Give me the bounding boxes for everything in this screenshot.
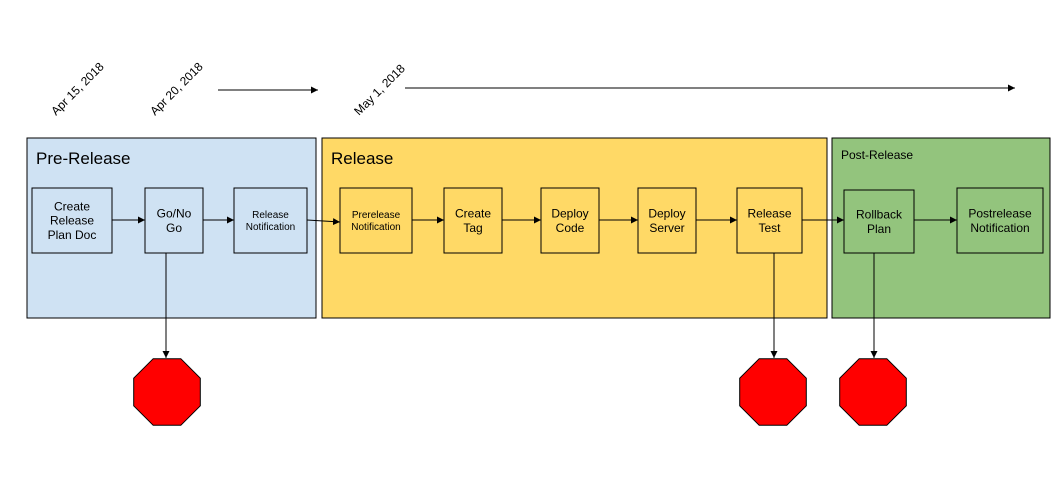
node-box [843,189,915,254]
connector-arrow [306,218,341,226]
phase-title-post: Post-Release [841,148,913,162]
node-label-line: Release [747,207,791,221]
node-label-line: Release [252,210,289,221]
node-label-line: Release [50,214,94,228]
node-label-line: Notification [970,221,1029,235]
node-label-line: Plan Doc [48,228,97,242]
node-label-line: Notification [351,222,400,233]
node-label-line: Go [166,221,182,235]
node-label-line: Server [649,221,684,235]
phase-title-rel: Release [331,149,393,168]
node-label-line: Deploy [551,207,588,221]
node-label-line: Go/No [157,207,192,221]
node-label-line: Test [758,221,781,235]
node-label-line: Rollback [856,208,903,222]
date-label-may-1: May 1, 2018 [351,61,408,118]
node-label-line: Code [556,221,585,235]
node-label-line: Deploy [648,207,685,221]
node-label-line: Postrelease [968,207,1032,221]
node-label-line: Create [54,199,90,213]
phase-title-pre: Pre-Release [36,149,131,168]
node-label-line: Prerelease [352,210,401,221]
node-label-line: Tag [463,221,482,235]
stop-sign-icon [133,358,201,426]
date-label-apr-15: Apr 15, 2018 [48,59,107,118]
node-label-line: Plan [867,222,891,236]
phase-post [831,137,1051,319]
node-label-line: Create [455,207,491,221]
node-label-line: Notification [246,222,295,233]
phase-pre [26,137,317,319]
date-label-apr-20: Apr 20, 2018 [147,59,206,118]
stop-sign-icon [839,358,907,426]
stop-sign-icon [739,358,807,426]
phase-rel [321,137,828,319]
